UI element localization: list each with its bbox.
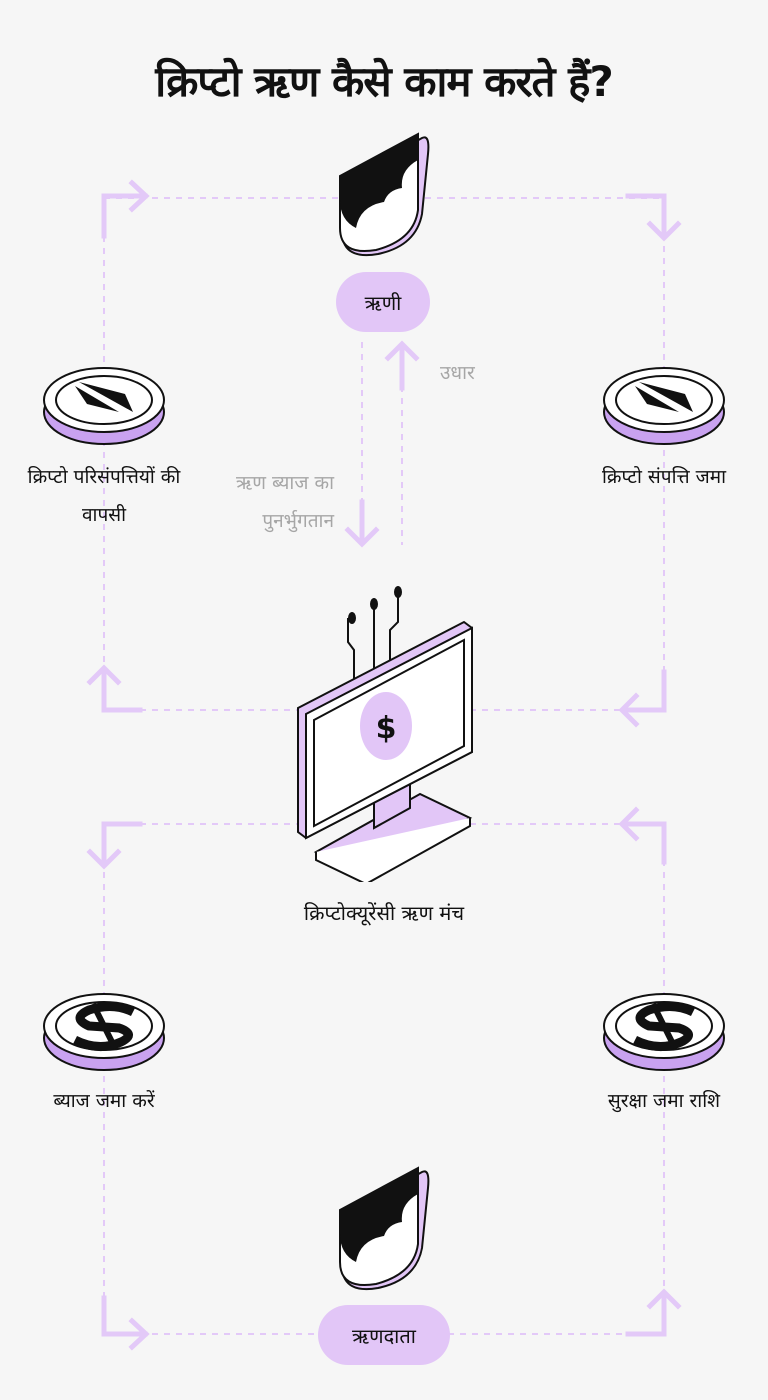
lender-node: ऋणदाता	[318, 1305, 450, 1365]
svg-text:$: $	[376, 711, 397, 746]
lender-label: ऋणदाता	[352, 1323, 416, 1348]
page-title: क्रिप्टो ऋण कैसे काम करते हैं?	[155, 57, 614, 106]
borrower-person-icon	[339, 132, 430, 256]
lender-person-icon	[339, 1166, 430, 1290]
return-assets-label: क्रिप्टो परिसंपत्तियों की वापसी	[27, 466, 181, 526]
deposit-assets-label: क्रिप्टो संपत्ति जमा	[601, 466, 727, 488]
security-deposit-coin-icon	[603, 993, 725, 1071]
borrower-node: ऋणी	[336, 272, 430, 332]
deposit-interest-label: ब्याज जमा करें	[53, 1090, 155, 1112]
platform-monitor-icon: $	[297, 586, 473, 882]
platform-label: क्रिप्टोक्यूरेंसी ऋण मंच	[303, 901, 465, 925]
security-deposit-label: सुरक्षा जमा राशि	[607, 1090, 721, 1112]
return-assets-coin-icon	[43, 367, 165, 445]
loan-flow-label: उधार	[440, 362, 475, 384]
deposit-interest-coin-icon	[43, 993, 165, 1071]
deposit-assets-coin-icon	[603, 367, 725, 445]
repayment-flow-label: ऋण ब्याज का पुनर्भुगतान	[236, 472, 334, 532]
borrower-label: ऋणी	[364, 290, 402, 315]
